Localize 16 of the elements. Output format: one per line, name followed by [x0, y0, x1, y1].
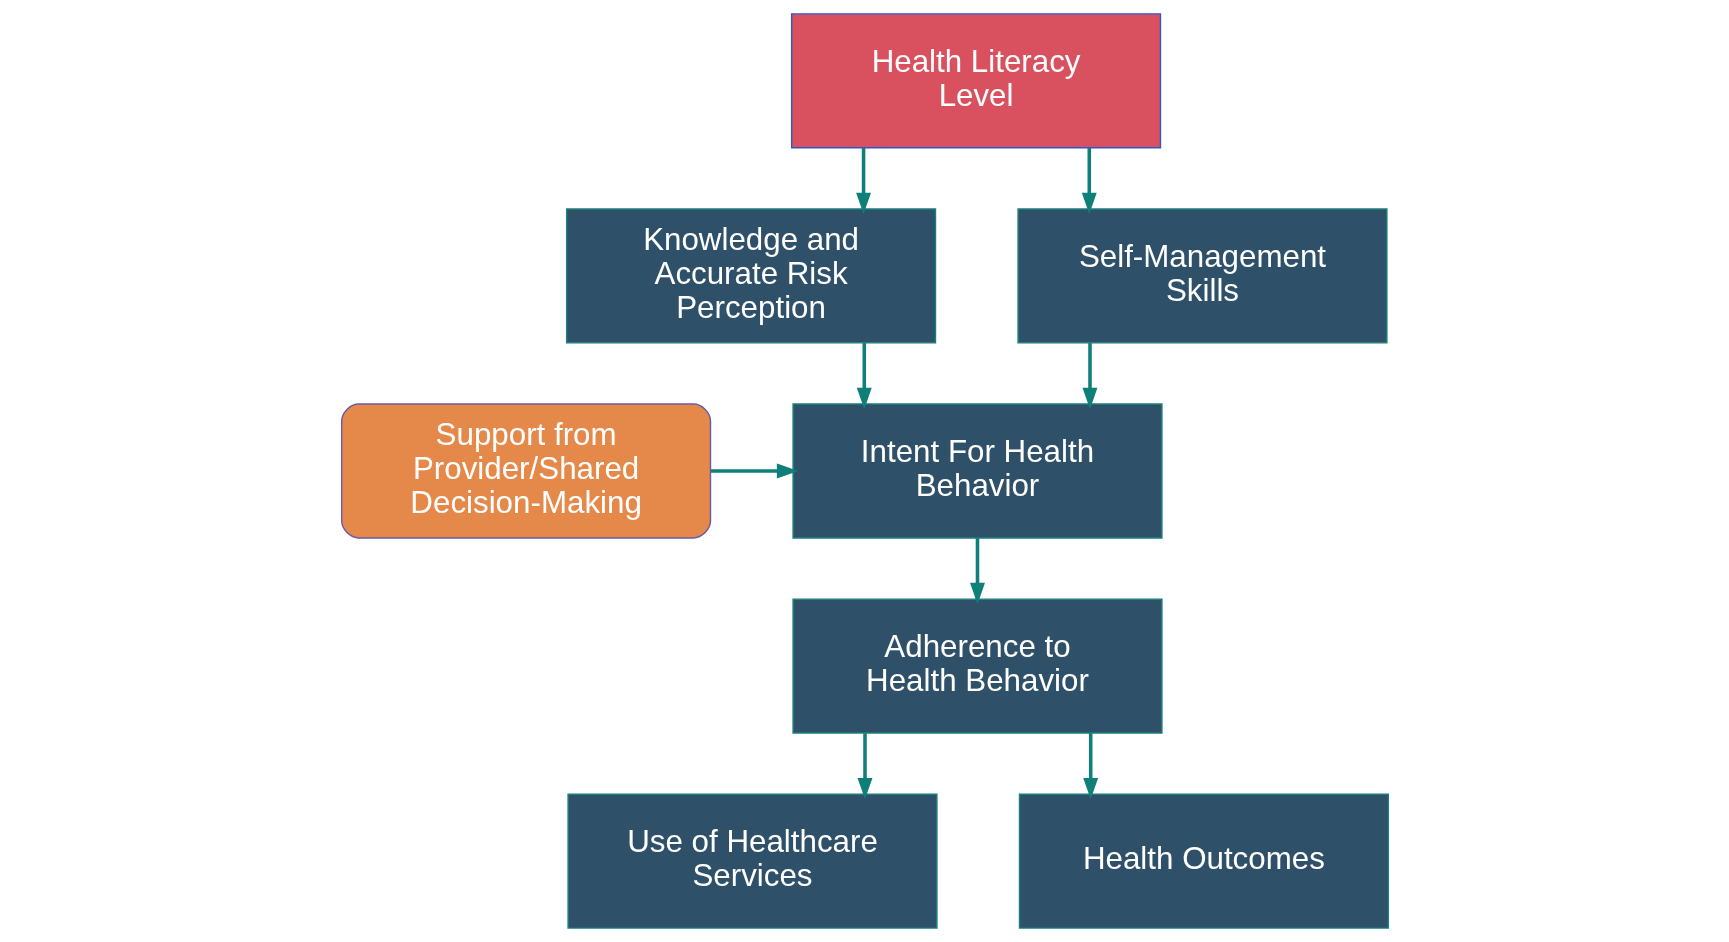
arrow	[1082, 733, 1098, 800]
arrow	[857, 733, 872, 800]
arrow	[856, 343, 872, 410]
arrow	[1081, 148, 1097, 215]
arrow	[969, 538, 985, 605]
node-box: Self-Management Skills	[1016, 208, 1388, 344]
arrow	[710, 463, 798, 479]
arrow	[1082, 343, 1097, 410]
node-box: Adherence to Health Behavior	[791, 598, 1163, 734]
node-box: Support from Provider/Shared Decision-Making	[340, 403, 711, 539]
node-box: Use of Healthcare Services	[566, 793, 938, 929]
arrow	[855, 148, 871, 215]
node-box: Knowledge and Accurate Risk Perception	[565, 208, 936, 344]
node-box: Intent For Health Behavior	[791, 403, 1163, 539]
node-box: Health Literacy Level	[790, 13, 1161, 149]
node-box: Health Outcomes	[1018, 793, 1389, 929]
